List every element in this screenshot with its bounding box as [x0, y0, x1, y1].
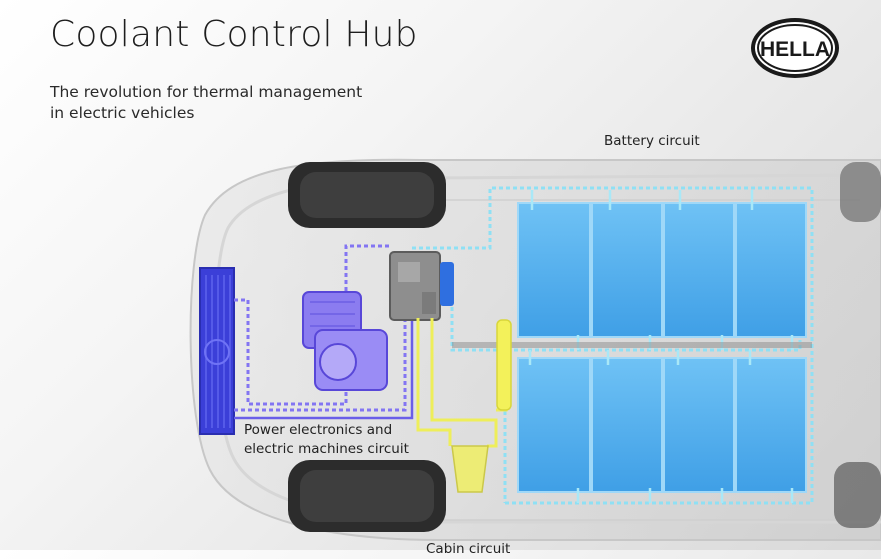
rear-right-wheel	[834, 462, 881, 528]
radiator	[199, 267, 235, 435]
coolant-control-hub	[389, 251, 454, 321]
battery-pack	[517, 202, 807, 493]
cabin-heater	[496, 319, 512, 411]
page-subtitle: The revolution for thermal management in…	[50, 82, 380, 124]
battery-cell	[591, 357, 663, 493]
logo-text: HELLA	[760, 38, 830, 61]
battery-cell	[591, 202, 663, 338]
page-title: Coolant Control Hub	[50, 14, 418, 55]
battery-circuit-label: Battery circuit	[604, 133, 700, 149]
battery-cell	[663, 357, 735, 493]
battery-cell	[663, 202, 735, 338]
battery-cell	[517, 357, 591, 493]
subtitle-line-1: The revolution for thermal management	[50, 83, 363, 101]
power-circuit-loop	[234, 244, 407, 412]
cabin-heat-exchanger	[451, 445, 489, 493]
battery-cell	[517, 202, 591, 338]
power-circuit-label-line-1: Power electronics and	[244, 422, 393, 438]
power-circuit-label-line-2: electric machines circuit	[244, 441, 409, 457]
battery-cell	[735, 357, 807, 493]
battery-cell	[735, 202, 807, 338]
electric-machine	[302, 291, 388, 391]
hella-logo-icon: HELLA	[751, 18, 839, 78]
power-circuit-label: Power electronics and electric machines …	[244, 421, 409, 459]
rear-left-wheel	[840, 162, 881, 222]
subtitle-line-2: in electric vehicles	[50, 104, 195, 122]
